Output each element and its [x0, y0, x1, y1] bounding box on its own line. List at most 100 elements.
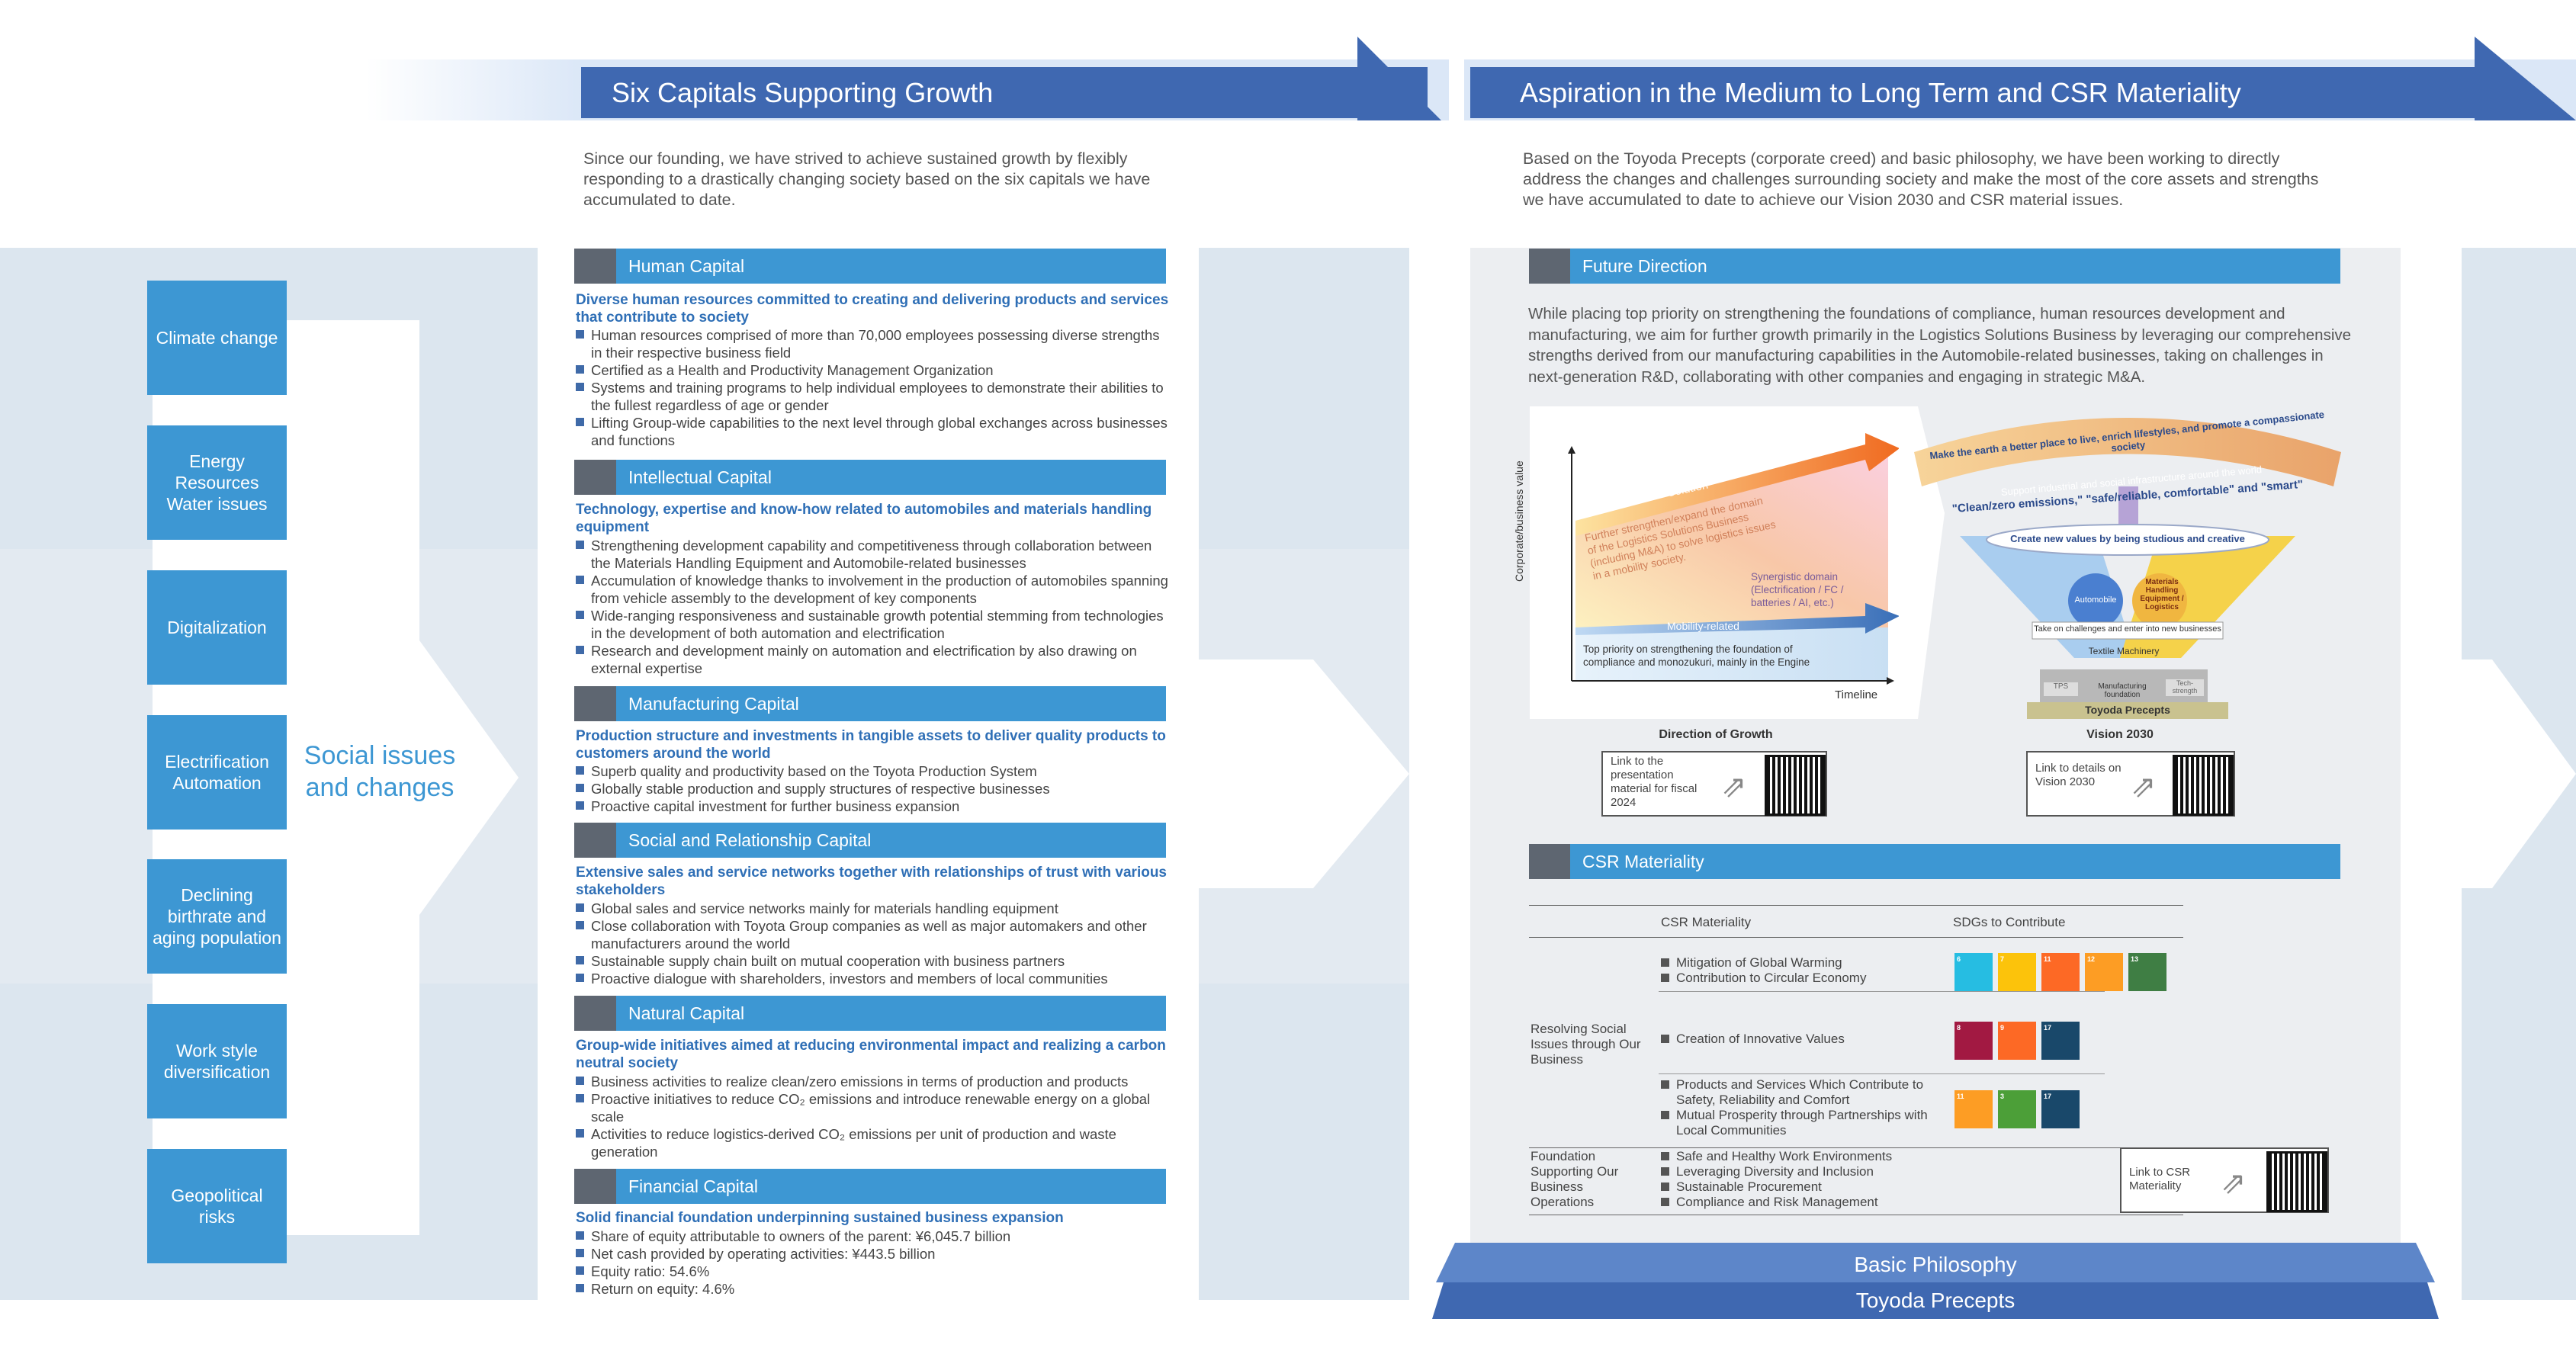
vision-svg — [1914, 418, 2341, 719]
future-text: While placing top priority on strengthen… — [1528, 305, 2352, 386]
csr-rows3: Products and Services Which Contribute t… — [1661, 1077, 1951, 1138]
capital-header-natural: Natural Capital — [574, 996, 1166, 1031]
future-direction-header: Future Direction — [1529, 249, 2340, 284]
table-rule — [1659, 1073, 2105, 1074]
bullet: Close collaboration with Toyota Group co… — [576, 917, 1171, 952]
bullet: Lifting Group-wide capabilities to the n… — [576, 414, 1171, 449]
capital-title: Social and Relationship Capital — [628, 830, 872, 850]
qr-code-icon — [1765, 755, 1826, 816]
footer-bars — [1432, 1243, 2439, 1319]
social-issues-label: Social issues and changes — [304, 741, 456, 802]
sdg-17b-icon: 17 — [2041, 1090, 2080, 1128]
tab-marker — [574, 686, 616, 721]
external-link-icon: ⇗ — [2131, 770, 2157, 804]
vision-link-text: Link to details on Vision 2030 — [2035, 762, 2122, 788]
capital-bullets: Strengthening development capability and… — [576, 537, 1171, 677]
growth-chart-svg — [1568, 433, 1900, 685]
sdg-11-icon: 11 — [2041, 953, 2080, 991]
capital-subtitle: Solid financial foundation underpinning … — [576, 1210, 1064, 1226]
capital-title: Manufacturing Capital — [628, 693, 799, 714]
bullet: Proactive dialogue with shareholders, in… — [576, 970, 1171, 987]
csr-item: Sustainable Procurement — [1661, 1179, 1951, 1195]
bullet: Systems and training programs to help in… — [576, 379, 1171, 414]
csr-item: Creation of Innovative Values — [1661, 1032, 1951, 1047]
bullet: Net cash provided by operating activitie… — [576, 1245, 1171, 1263]
right-intro: Based on the Toyoda Precepts (corporate … — [1523, 149, 2319, 209]
capital-bullets: Business activities to realize clean/zer… — [576, 1073, 1171, 1160]
bullet: Globally stable production and supply st… — [576, 780, 1171, 797]
growth-link-box[interactable]: Link to the presentation material for fi… — [1601, 751, 1827, 817]
capital-subtitle: Group-wide initiatives aimed at reducing… — [576, 1038, 1166, 1071]
issue-birthrate: Declining birthrate and aging population — [147, 859, 287, 974]
issue-digital: Digitalization — [147, 570, 287, 685]
csr-title: CSR Materiality — [1582, 851, 1704, 871]
sdg-9-icon: 9 — [1998, 1022, 2036, 1060]
csr-rows2: Creation of Innovative Values — [1661, 1032, 1951, 1047]
vision-create: Create new values by being studious and … — [2010, 533, 2245, 544]
tab-marker — [574, 1169, 616, 1204]
bullet: Business activities to realize clean/zer… — [576, 1073, 1171, 1090]
csr-item: Mitigation of Global Warming — [1661, 955, 1951, 971]
qr-code-icon — [2173, 755, 2234, 816]
vision-automobile: Automobile — [2074, 595, 2117, 605]
csr-item: Compliance and Risk Management — [1661, 1195, 1951, 1210]
csr-col2: SDGs to Contribute — [1953, 915, 2066, 929]
basic-philosophy: Basic Philosophy — [1854, 1253, 2017, 1276]
bullet: Proactive capital investment for further… — [576, 797, 1171, 815]
future-title: Future Direction — [1582, 255, 1707, 276]
table-rule — [1529, 905, 2183, 906]
capital-subtitle: Production structure and investments in … — [576, 728, 1166, 762]
bullet: Research and development mainly on autom… — [576, 642, 1171, 677]
base-text: Top priority on strengthening the founda… — [1583, 643, 1810, 668]
bullet: Human resources comprised of more than 7… — [576, 326, 1171, 361]
six-capitals-header: Six Capitals Supporting Growth — [581, 67, 1428, 118]
external-link-icon: ⇗ — [2221, 1166, 2247, 1200]
csr-link-text: Link to CSR Materiality — [2129, 1166, 2191, 1192]
sdg-12-icon: 12 — [2085, 953, 2123, 991]
tab-marker — [574, 823, 616, 858]
growth-link-text: Link to the presentation material for fi… — [1611, 755, 1698, 809]
csr-link-box[interactable]: Link to CSR Materiality ⇗ — [2120, 1147, 2329, 1213]
tab-marker — [574, 460, 616, 495]
issue-electrification: Electrification Automation — [147, 715, 287, 830]
issue-climate: Climate change — [147, 281, 287, 395]
right-edge-arrow — [2462, 248, 2576, 888]
tab-marker — [1529, 249, 1570, 284]
capital-header-human: Human Capital — [574, 249, 1166, 284]
tab-marker — [574, 249, 616, 284]
header-arrowhead-right — [2475, 37, 2576, 120]
table-rule — [1529, 937, 2183, 938]
capital-bullets: Human resources comprised of more than 7… — [576, 326, 1171, 449]
vision-textile: Textile Machinery — [2088, 646, 2160, 656]
capital-title: Financial Capital — [628, 1176, 759, 1196]
csr-header: CSR Materiality — [1529, 844, 2340, 879]
vision-tps: TPS — [2044, 682, 2078, 696]
csr-item: Leveraging Diversity and Inclusion — [1661, 1164, 1951, 1179]
capital-title: Human Capital — [628, 255, 745, 276]
csr-rows1: Mitigation of Global Warming Contributio… — [1661, 955, 1951, 986]
capital-header-social: Social and Relationship Capital — [574, 823, 1166, 858]
gap — [1409, 248, 1470, 1300]
capital-title: Intellectual Capital — [628, 467, 772, 487]
vision-precepts: Toyoda Precepts — [2085, 704, 2170, 716]
synergy-text: Synergistic domain (Electrification / FC… — [1751, 571, 1844, 608]
growth-ylabel: Corporate/business value — [1513, 460, 1525, 582]
vision-materials: Materials Handling Equipment / Logistics — [2140, 578, 2184, 611]
bullet: Strengthening development capability and… — [576, 537, 1171, 572]
capital-bullets: Superb quality and productivity based on… — [576, 762, 1171, 815]
six-capitals-title: Six Capitals Supporting Growth — [612, 76, 994, 108]
csr-item: Products and Services Which Contribute t… — [1661, 1077, 1951, 1108]
bullet: Share of equity attributable to owners o… — [576, 1227, 1171, 1245]
table-rule — [1529, 1147, 2183, 1148]
vision-diagram: Make the earth a better place to live, e… — [1906, 406, 2349, 719]
bullet: Return on equity: 4.6% — [576, 1280, 1171, 1298]
vision-link-box[interactable]: Link to details on Vision 2030 ⇗ — [2026, 751, 2235, 817]
issue-workstyle: Work style diversification — [147, 1004, 287, 1118]
left-intro: Since our founding, we have strived to a… — [583, 149, 1151, 209]
vision-foundation: Manufacturing foundation — [2098, 682, 2147, 699]
toyoda-precepts: Toyoda Precepts — [1855, 1288, 2016, 1312]
issue-energy: Energy Resources Water issues — [147, 425, 287, 540]
csr-group1: Resolving Social Issues through Our Busi… — [1531, 1022, 1641, 1067]
sdg-8-icon: 8 — [1954, 1022, 1993, 1060]
bullet: Certified as a Health and Productivity M… — [576, 361, 1171, 379]
